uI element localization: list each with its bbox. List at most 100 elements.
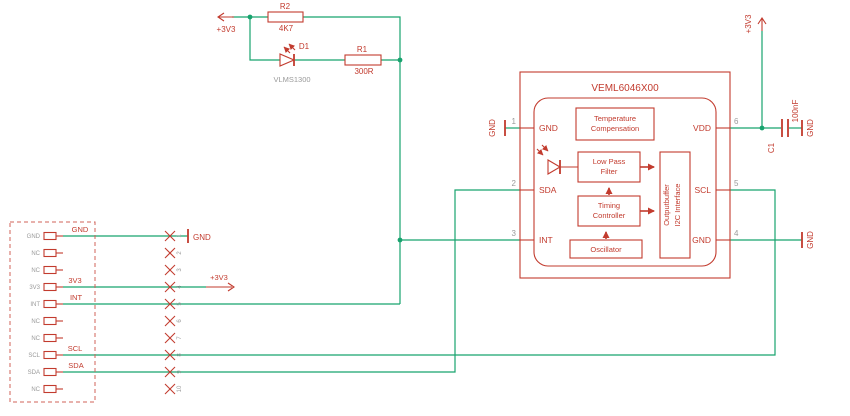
connector-pin-box xyxy=(43,265,57,275)
block-low-pass-filter: Low Pass Filter xyxy=(577,151,641,183)
connector-pin-box xyxy=(43,367,57,377)
power-arrow-up-icon xyxy=(757,17,767,31)
ic-pin-number: 3 xyxy=(512,229,517,238)
power-arrow-right-icon xyxy=(206,282,235,292)
connector-pin-name: NC xyxy=(31,387,40,393)
led-name: D1 xyxy=(299,42,310,51)
ic-inner-outline xyxy=(533,97,717,267)
capacitor-c1: C1 100nF xyxy=(767,100,800,154)
connector-pin-box xyxy=(43,299,57,309)
no-connect-x: 5 xyxy=(164,298,183,310)
ic-pin-name-sda: SDA xyxy=(539,185,557,195)
block-box xyxy=(569,239,643,259)
connector-pin-name: INT xyxy=(30,302,40,308)
block-label-line2: I2C Interface xyxy=(673,184,682,227)
rail-3v3-top-right: +3V3 xyxy=(744,14,767,33)
block-label-line2: Controller xyxy=(593,211,626,220)
junction-dot xyxy=(759,125,765,131)
ic-pin-number: 2 xyxy=(512,179,517,188)
connector-pin-box xyxy=(43,231,57,241)
block-label-line2: Compensation xyxy=(591,124,639,133)
no-connect-x: 7 xyxy=(164,332,183,344)
junction-dot xyxy=(397,57,403,63)
connector-pin-box xyxy=(43,350,57,360)
resistor-r1: R1 300R xyxy=(344,45,382,76)
light-in-arrow-icon xyxy=(541,144,549,152)
gnd-label: GND xyxy=(488,119,497,137)
connector-pin-box xyxy=(43,333,57,343)
net-label-scl: SCL xyxy=(68,344,83,353)
block-oscillator: Oscillator xyxy=(569,239,643,259)
junction-dot xyxy=(247,14,253,20)
connector-pin-name: SDA xyxy=(28,370,40,376)
ic-pin-name-gnd2: GND xyxy=(692,235,711,245)
wire-r2-to-int-vertical xyxy=(303,16,401,304)
header-pin-number: 10 xyxy=(177,385,183,392)
connector-pin-name: NC xyxy=(31,251,40,257)
connector-pin-name: GND xyxy=(27,234,41,240)
header-pin-number: 9 xyxy=(177,370,183,374)
led-d1: D1 VLMS1300 xyxy=(273,42,310,84)
ic-pin-number: 6 xyxy=(734,117,739,126)
net-label-sda: SDA xyxy=(68,361,83,370)
connector-pin-row: NC xyxy=(31,265,63,275)
resistor-body xyxy=(344,54,382,66)
gnd-symbol-ic-left: GND xyxy=(488,119,506,137)
photodiode-symbol xyxy=(536,144,578,175)
header-pin-number: 3 xyxy=(177,268,183,272)
block-label-line2: Filter xyxy=(601,167,618,176)
net-label-int: INT xyxy=(70,293,83,302)
connector-pin-name: SCL xyxy=(28,353,40,359)
no-connect-x: 1 xyxy=(164,230,183,242)
connector-pin-row: 3V3 xyxy=(29,282,63,292)
connector-pin-box xyxy=(43,248,57,258)
gnd-symbol-cap: GND xyxy=(801,119,815,137)
no-connect-x: 6 xyxy=(164,315,183,327)
connector-pin-name: 3V3 xyxy=(29,285,40,291)
connector-pin-row: NC xyxy=(31,384,63,394)
ic-pin-name-gnd: GND xyxy=(539,123,558,133)
block-label-line1: Low Pass xyxy=(593,157,626,166)
connector-pin-row: NC xyxy=(31,316,63,326)
no-connect-x: 9 xyxy=(164,366,183,378)
block-temperature-compensation: Temperature Compensation xyxy=(575,107,655,141)
connector-pin-row: NC xyxy=(31,248,63,258)
gnd-label: GND xyxy=(806,231,815,249)
wire-sda xyxy=(63,189,520,373)
resistor-name: R1 xyxy=(357,45,368,54)
connector-pin-row: NC xyxy=(31,333,63,343)
resistor-r2: R2 4K7 xyxy=(267,2,304,33)
connector-pin-name: NC xyxy=(31,336,40,342)
ic-veml6046x00: VEML6046X00 GND SDA INT VDD SCL GND 1 2 … xyxy=(512,71,739,279)
no-connect-x: 8 xyxy=(164,349,183,361)
connector-pin-row: SDA xyxy=(28,367,63,377)
connector-pin-row: SCL xyxy=(28,350,63,360)
block-box xyxy=(659,151,691,259)
gnd-symbol-ic-right: GND xyxy=(801,231,815,249)
connector-j1: GND NC NC 3V3 INT NC xyxy=(9,221,96,403)
led-emit-arrow-icon xyxy=(288,43,296,51)
gnd-label: GND xyxy=(193,233,211,242)
header-pin-number: 1 xyxy=(177,234,183,238)
photodiode-triangle-icon xyxy=(547,159,562,175)
led-emit-arrow-icon xyxy=(283,46,291,54)
ic-pin-number: 5 xyxy=(734,179,739,188)
connector-pin-box xyxy=(43,282,57,292)
net-label-gnd: GND xyxy=(72,225,89,234)
capacitor-value: 100nF xyxy=(791,100,800,123)
rail-3v3-connector: +3V3 xyxy=(206,273,235,292)
led-triangle-icon xyxy=(279,53,296,67)
capacitor-name: C1 xyxy=(767,142,776,153)
gnd-label: GND xyxy=(806,119,815,137)
gnd-symbol-connector: GND xyxy=(187,229,211,243)
resistor-body xyxy=(267,11,304,23)
header-pin-number: 6 xyxy=(177,319,183,323)
block-label-line1: Temperature xyxy=(594,114,636,123)
block-timing-controller: Timing Controller xyxy=(577,195,641,227)
connector-pin-row: INT xyxy=(30,299,63,309)
no-connect-column: 1 2 3 4 5 6 7 8 xyxy=(164,230,183,395)
ic-pin-number: 1 xyxy=(512,117,517,126)
resistor-value: 4K7 xyxy=(279,24,294,33)
net-label-3v3: 3V3 xyxy=(68,276,81,285)
